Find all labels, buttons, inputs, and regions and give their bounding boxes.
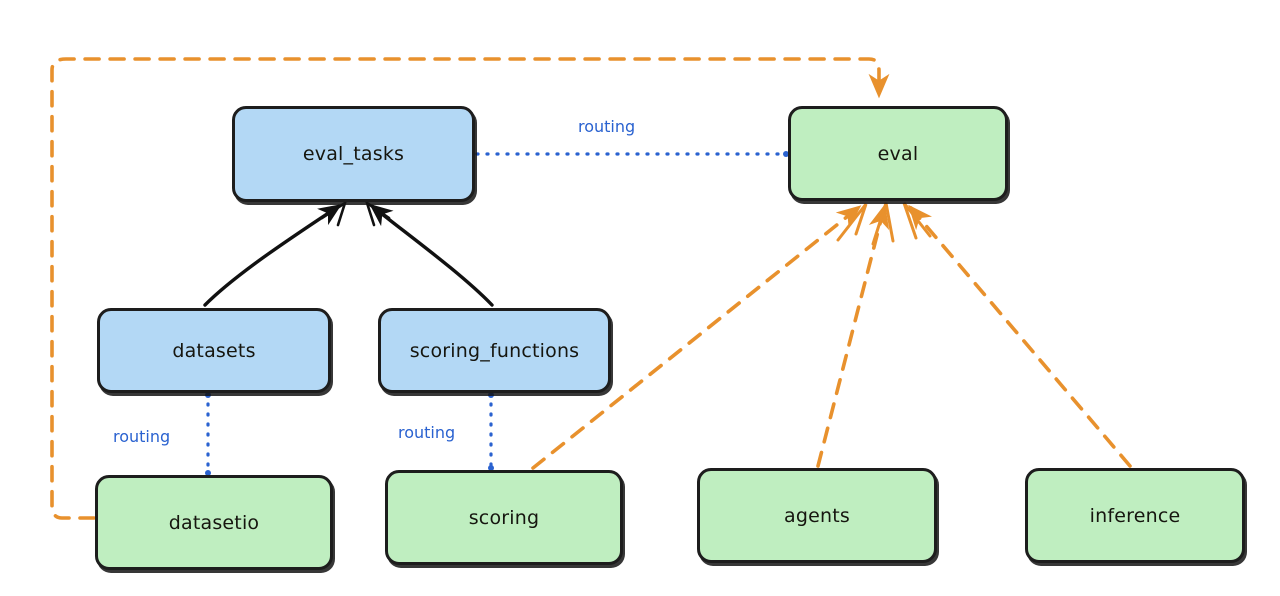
node-eval-tasks[interactable]: eval_tasks [232, 106, 475, 202]
node-label: eval [877, 142, 919, 165]
edge-datasetio-to-eval [50, 57, 890, 520]
edge-scoring-functions-to-eval-tasks [364, 199, 494, 307]
edge-label-routing-eval-tasks-eval: routing [578, 117, 636, 136]
node-label: datasetio [168, 511, 260, 534]
edge-label-routing-scoring-functions-scoring: routing [398, 423, 456, 442]
node-label: scoring_functions [409, 339, 580, 362]
node-label: agents [784, 504, 850, 527]
node-datasets[interactable]: datasets [97, 308, 331, 393]
edge-datasets-to-datasetio-routing [205, 392, 211, 476]
node-label: eval_tasks [302, 143, 405, 165]
node-scoring-functions[interactable]: scoring_functions [378, 308, 611, 393]
node-scoring[interactable]: scoring [385, 470, 623, 565]
edge-label-routing-datasets-datasetio: routing [113, 427, 171, 446]
edge-datasets-to-eval-tasks [203, 199, 348, 307]
edge-scoring-to-eval [531, 203, 868, 470]
edge-inference-to-eval [902, 202, 1132, 468]
node-label: scoring [468, 506, 540, 529]
node-inference[interactable]: inference [1025, 468, 1245, 563]
node-label: datasets [172, 339, 256, 362]
edge-agents-to-eval [816, 202, 895, 468]
node-datasetio[interactable]: datasetio [95, 475, 333, 570]
node-eval[interactable]: eval [788, 106, 1008, 201]
edge-scoring-functions-to-scoring-routing [488, 392, 494, 471]
edge-eval-tasks-to-eval-routing [475, 151, 789, 157]
node-label: inference [1089, 504, 1181, 527]
node-agents[interactable]: agents [697, 468, 937, 563]
